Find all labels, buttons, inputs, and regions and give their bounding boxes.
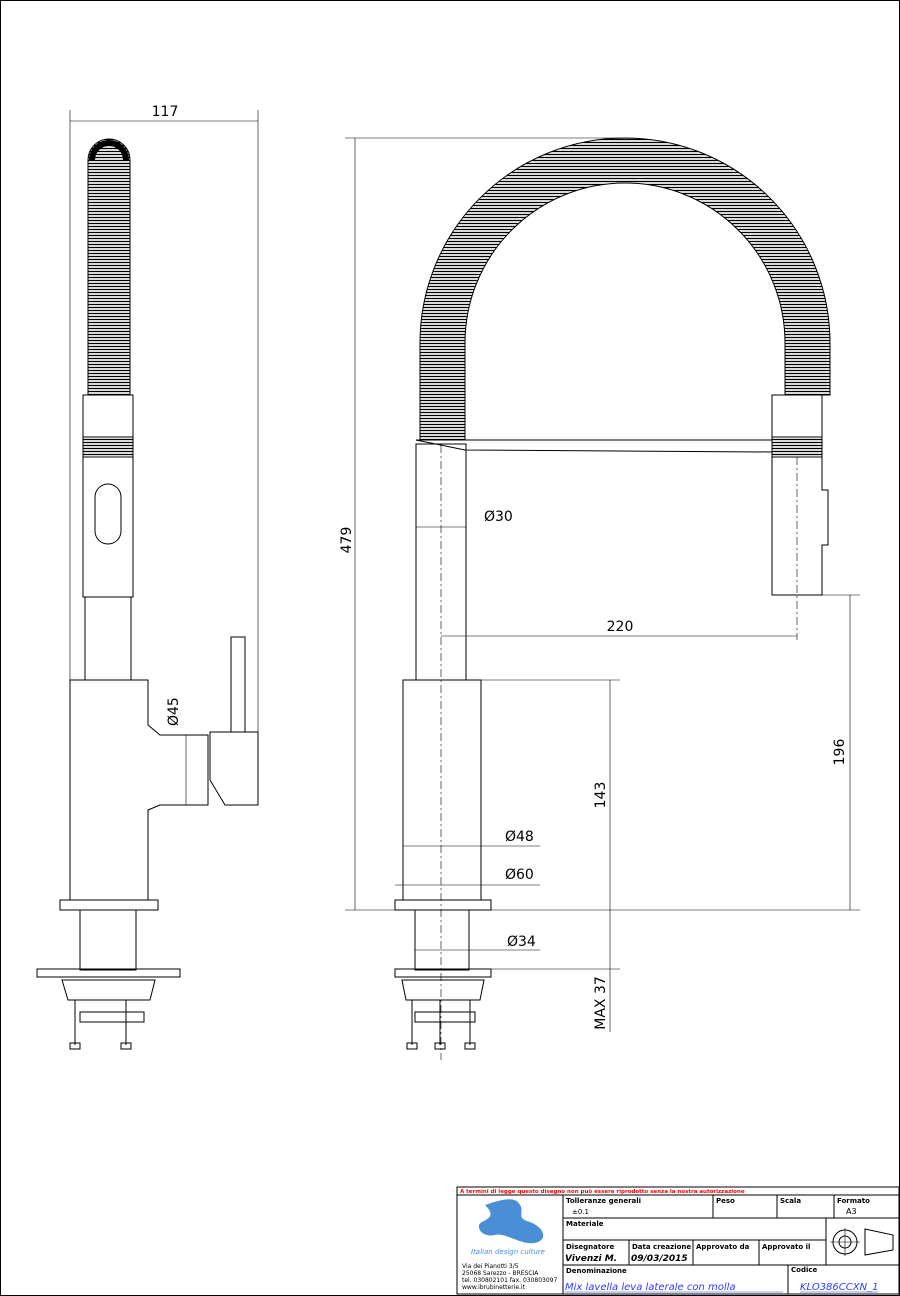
spout-arm [415, 439, 773, 453]
spray-button [94, 483, 122, 545]
copyright-notice: A termini di legge questo disegno non pu… [460, 1188, 745, 1195]
tolleranze-label: Tolleranze generali [566, 1197, 641, 1205]
title-block: A termini di legge questo disegno non pu… [456, 1186, 900, 1295]
spray-collar [82, 394, 134, 438]
dim-dia-45: Ø45 [166, 697, 182, 726]
dim-reach-220: 220 [607, 619, 634, 635]
codice-value: KLO386CCXN_1 [800, 1282, 878, 1293]
address-line: Via dei Pianotti 3/5 [462, 1263, 519, 1270]
dim-max-37: MAX 37 [593, 976, 609, 1030]
tolleranze-value: ±0.1 [572, 1208, 589, 1216]
disegnatore-label: Disegnatore [566, 1243, 614, 1251]
lever-handle [230, 636, 246, 733]
lever-base [209, 731, 259, 806]
denominazione-value: Mix lavella leva laterale con molla [565, 1282, 736, 1293]
address-line: 25068 Sarezzo - BRESCIA [462, 1270, 539, 1277]
formato-value: A3 [846, 1207, 857, 1216]
approvato-da-label: Approvato da [696, 1243, 750, 1251]
formato-label: Formato [837, 1197, 870, 1205]
dim-width-117: 117 [152, 104, 179, 120]
codice-label: Codice [791, 1266, 818, 1274]
dim-height-143: 143 [593, 782, 609, 809]
disegnatore-value: Vivenzi M. [565, 1254, 617, 1264]
approvato-il-label: Approvato il [762, 1243, 810, 1251]
scala-label: Scala [780, 1197, 801, 1205]
coiled-hose-side [87, 138, 131, 396]
data-value: 09/03/2015 [631, 1254, 688, 1264]
projection-symbol-icon [830, 1228, 894, 1256]
front-view: 479 Ø30 220 196 143 Ø48 Ø60 Ø34 MAX 37 [339, 137, 860, 1060]
spray-head-side [82, 456, 134, 598]
dim-dia-34: Ø34 [507, 934, 536, 950]
coiled-hose-arc [419, 137, 831, 441]
data-label: Data creazione [632, 1243, 691, 1251]
dim-dia-30: Ø30 [484, 509, 513, 525]
peso-label: Peso [716, 1197, 735, 1205]
company-logo [478, 1199, 544, 1244]
dim-dia-48: Ø48 [505, 829, 534, 845]
side-view: 117 Ø45 [36, 104, 259, 1050]
spray-collar-front [771, 394, 823, 438]
address-line: www.ibrubinetterie.it [462, 1284, 526, 1291]
dim-height-479: 479 [339, 527, 355, 554]
body-front [402, 679, 482, 901]
dim-dia-60: Ø60 [505, 867, 534, 883]
logo-tagline: Italian design culture [471, 1248, 545, 1256]
dim-height-196: 196 [832, 739, 848, 766]
address-line: tel. 030802101 fax. 030803097 [462, 1277, 557, 1284]
body-side [69, 679, 209, 901]
denominazione-label: Denominazione [566, 1267, 627, 1275]
spray-head-front [771, 456, 829, 596]
materiale-label: Materiale [566, 1220, 604, 1228]
